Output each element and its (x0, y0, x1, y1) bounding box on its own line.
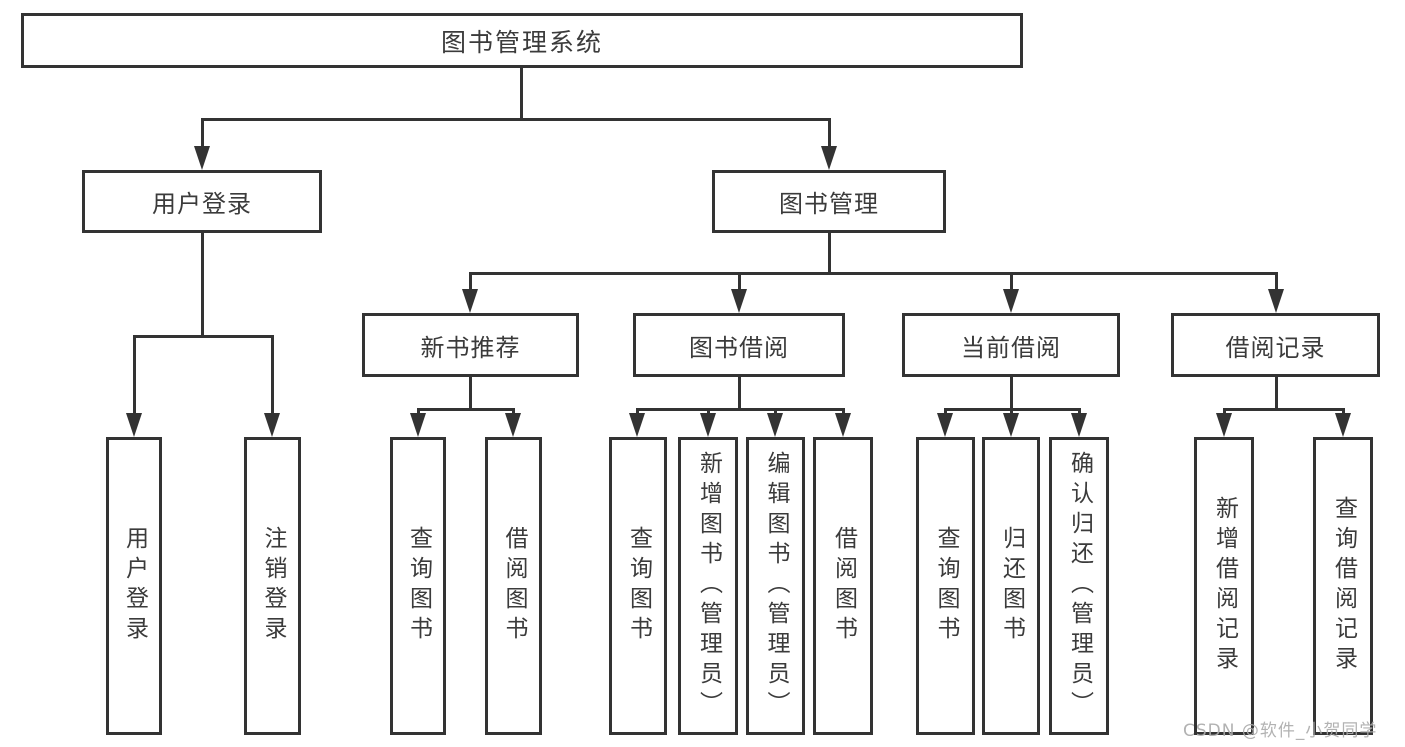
arrowhead-down-icon (731, 289, 747, 313)
leaf-add-borrow-record: 新增借阅记录 (1194, 437, 1254, 735)
connector-hline (417, 408, 515, 411)
leaf-logout: 注销登录 (244, 437, 301, 735)
leaf-add-book-admin: 新增图书（管理员） (678, 437, 738, 735)
connector-vline (469, 377, 472, 408)
node-user-login: 用户登录 (82, 170, 322, 233)
connector-hline (201, 118, 830, 121)
arrowhead-down-icon (1335, 413, 1351, 437)
connector-vline (636, 408, 639, 416)
arrowhead-down-icon (629, 413, 645, 437)
connector-vline (842, 408, 845, 416)
connector-vline (520, 68, 523, 118)
connector-vline (774, 408, 777, 416)
leaf-edit-book-admin: 编辑图书（管理员） (746, 437, 805, 735)
connector-vline (133, 335, 136, 415)
arrowhead-down-icon (264, 413, 280, 437)
connector-vline (417, 408, 420, 416)
watermark: CSDN @软件_小贺同学 (1183, 721, 1378, 741)
leaf-query-books-borrowing: 查询图书 (609, 437, 667, 735)
arrowhead-down-icon (462, 289, 478, 313)
node-library-management-system: 图书管理系统 (21, 13, 1023, 68)
connector-vline (1010, 272, 1013, 291)
leaf-borrow-books-recommend: 借阅图书 (485, 437, 542, 735)
leaf-borrow-books-borrowing: 借阅图书 (813, 437, 873, 735)
connector-hline (469, 272, 1278, 275)
arrowhead-down-icon (505, 413, 521, 437)
arrowhead-down-icon (126, 413, 142, 437)
connector-vline (201, 233, 204, 335)
node-book-management: 图书管理 (712, 170, 946, 233)
connector-vline (1010, 408, 1013, 416)
leaf-confirm-return-admin: 确认归还（管理员） (1049, 437, 1109, 735)
connector-hline (1223, 408, 1344, 411)
connector-vline (738, 272, 741, 291)
arrowhead-down-icon (700, 413, 716, 437)
connector-vline (707, 408, 710, 416)
leaf-query-books-current: 查询图书 (916, 437, 975, 735)
arrowhead-down-icon (410, 413, 426, 437)
leaf-query-books-recommend: 查询图书 (390, 437, 446, 735)
connector-vline (1223, 408, 1226, 416)
connector-vline (512, 408, 515, 416)
connector-vline (1078, 408, 1081, 416)
connector-vline (828, 233, 831, 272)
connector-hline (636, 408, 844, 411)
node-new-book-recommendation: 新书推荐 (362, 313, 579, 377)
arrowhead-down-icon (821, 146, 837, 170)
leaf-return-books: 归还图书 (982, 437, 1040, 735)
arrowhead-down-icon (1003, 289, 1019, 313)
leaf-user-login: 用户登录 (106, 437, 162, 735)
connector-vline (1010, 377, 1013, 408)
connector-vline (1342, 408, 1345, 416)
arrowhead-down-icon (1216, 413, 1232, 437)
connector-vline (271, 335, 274, 415)
leaf-query-borrow-record: 查询借阅记录 (1313, 437, 1373, 735)
connector-vline (1275, 272, 1278, 291)
node-current-borrowing: 当前借阅 (902, 313, 1120, 377)
arrowhead-down-icon (937, 413, 953, 437)
arrowhead-down-icon (194, 146, 210, 170)
arrowhead-down-icon (767, 413, 783, 437)
arrowhead-down-icon (835, 413, 851, 437)
connector-vline (828, 118, 831, 148)
arrowhead-down-icon (1071, 413, 1087, 437)
connector-vline (944, 408, 947, 416)
connector-vline (1275, 377, 1278, 408)
node-book-borrowing: 图书借阅 (633, 313, 845, 377)
connector-vline (201, 118, 204, 148)
connector-vline (469, 272, 472, 291)
arrowhead-down-icon (1003, 413, 1019, 437)
connector-vline (738, 377, 741, 408)
connector-hline (133, 335, 274, 338)
node-borrowing-records: 借阅记录 (1171, 313, 1380, 377)
arrowhead-down-icon (1268, 289, 1284, 313)
